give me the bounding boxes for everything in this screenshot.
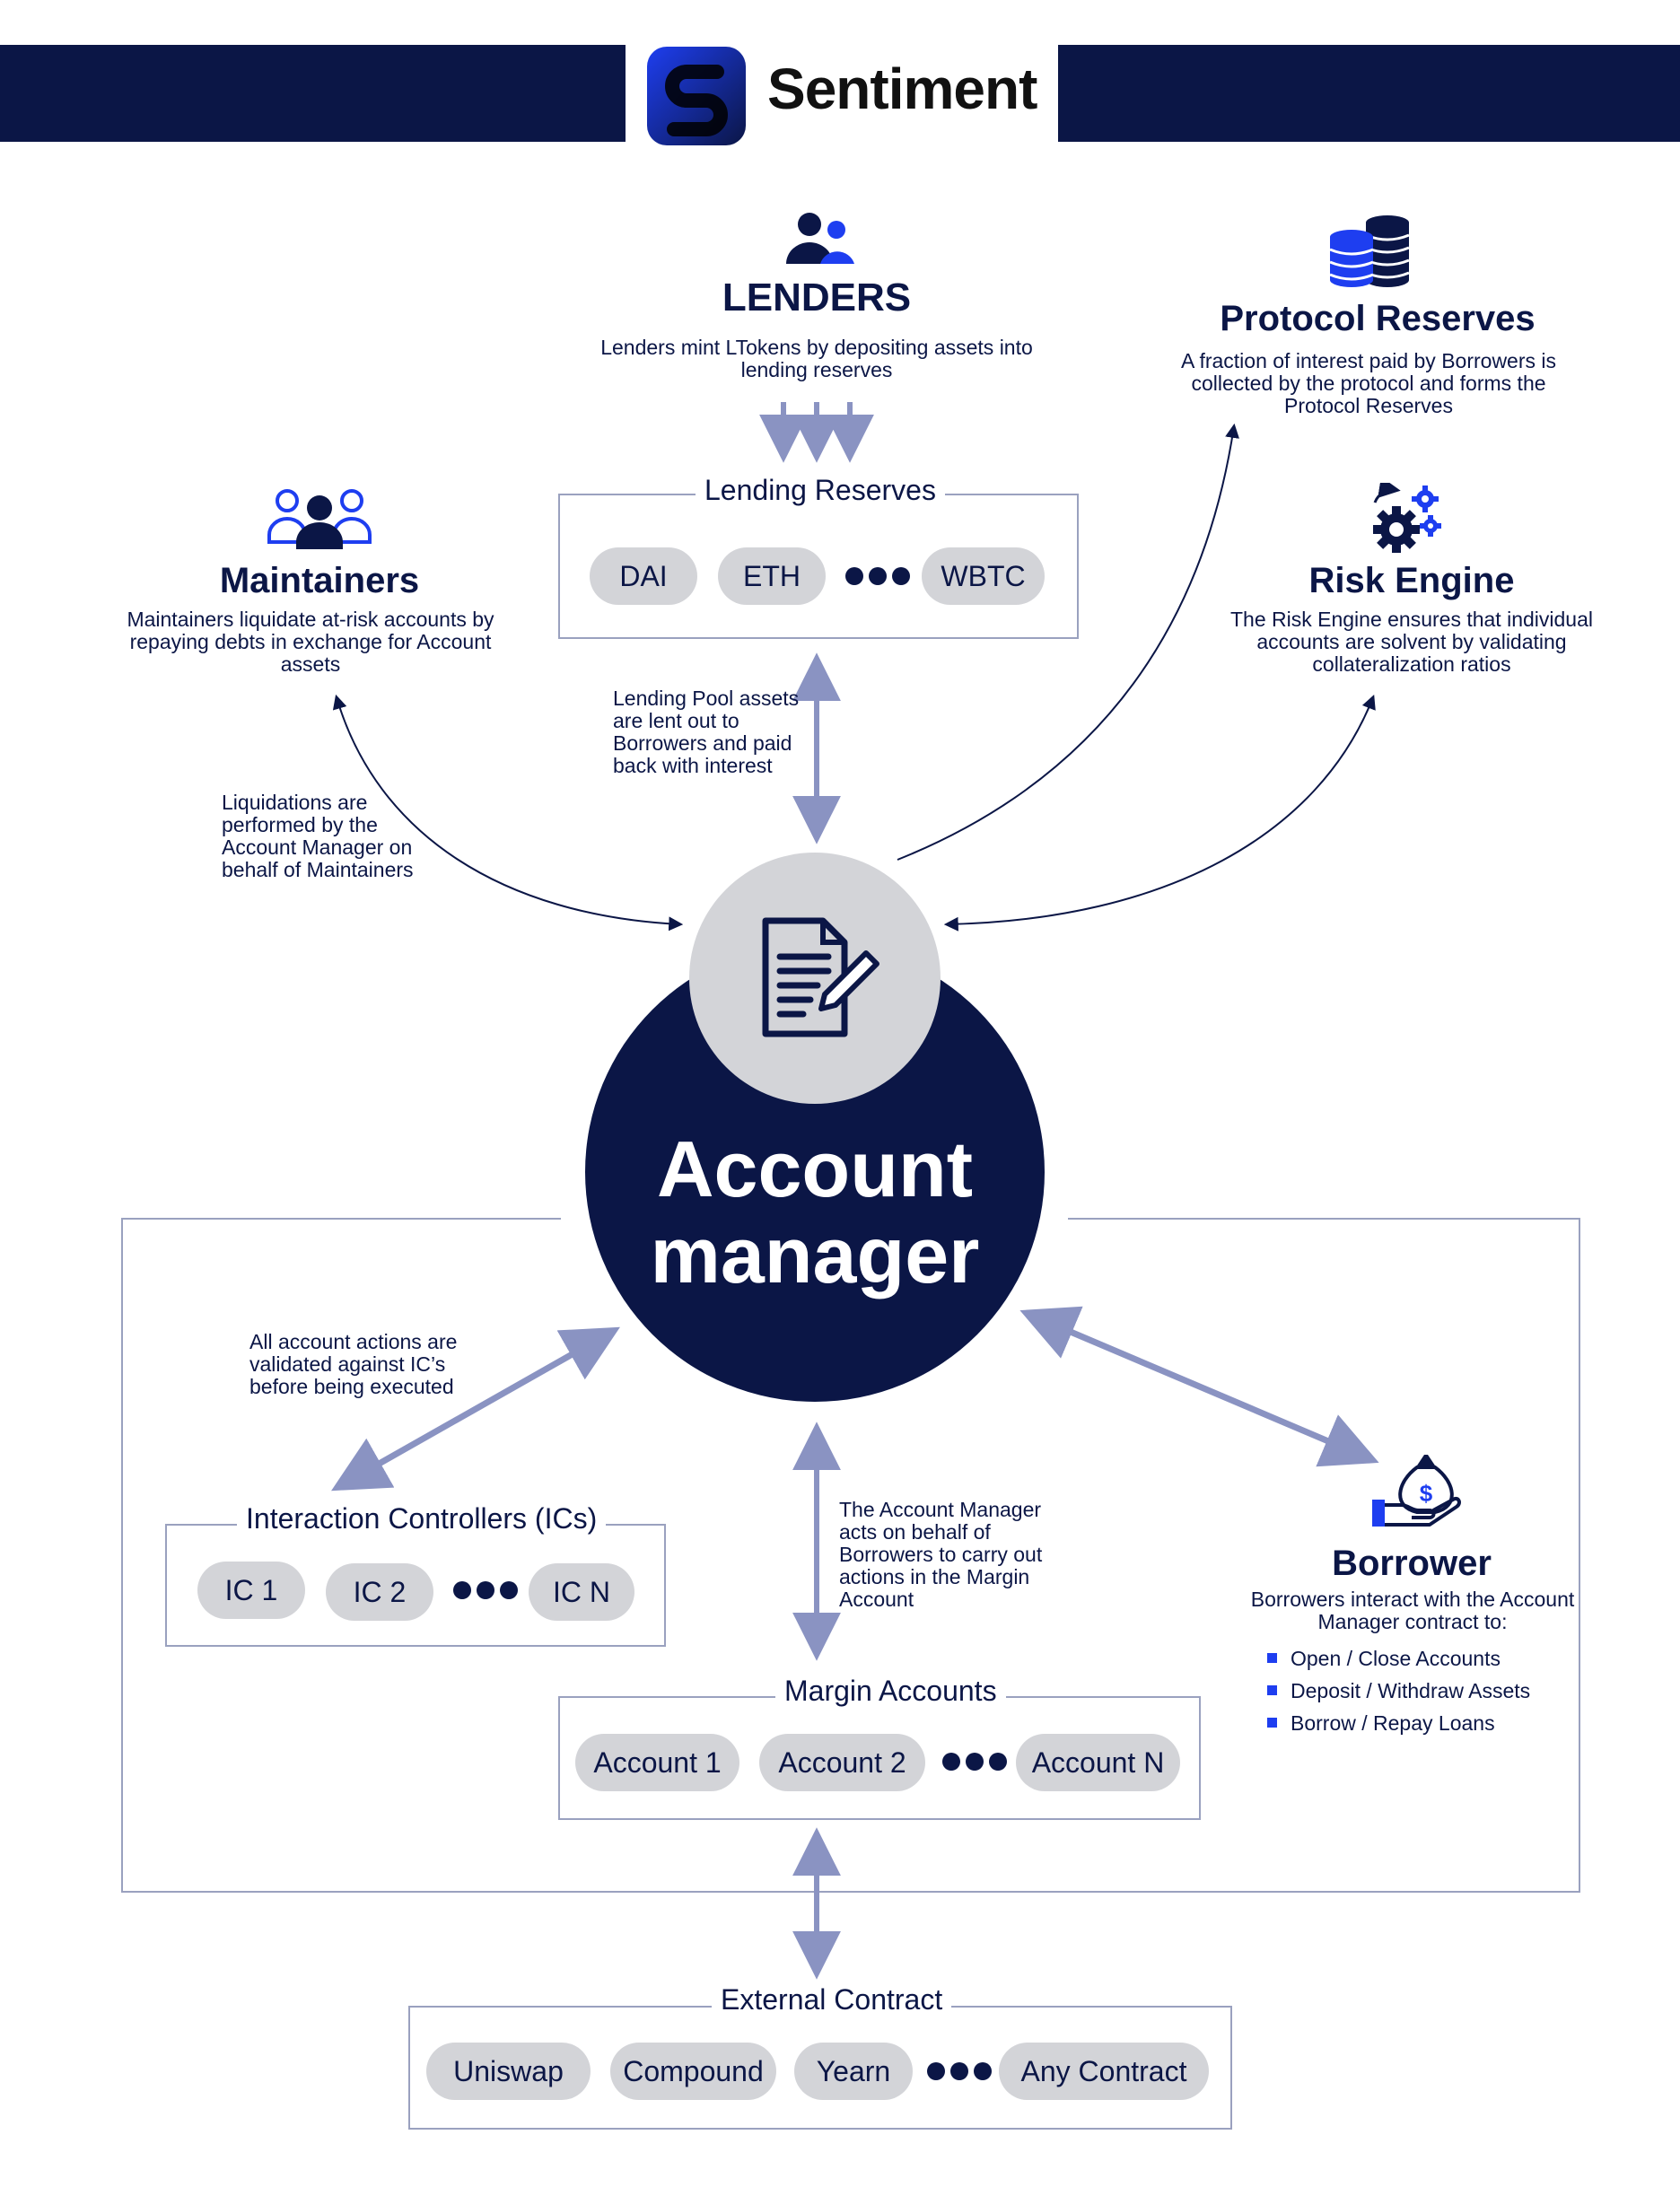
borrower-arrow — [1019, 1306, 1379, 1467]
external-any-contract: Any Contract — [999, 2043, 1209, 2100]
header-bar-left — [0, 45, 626, 142]
risk-engine-arrow — [943, 695, 1376, 932]
ic-1: IC 1 — [197, 1562, 305, 1619]
header-bar-right — [1058, 45, 1680, 142]
reserve-wbtc: WBTC — [922, 547, 1045, 605]
protocol-reserves-title: Protocol Reserves — [1220, 299, 1536, 338]
account-manager-label: Account manager — [585, 1126, 1045, 1299]
interaction-controllers-label: Interaction Controllers (ICs) — [237, 1502, 607, 1535]
ic-2: IC 2 — [326, 1563, 433, 1621]
ic-ellipsis — [453, 1581, 523, 1599]
borrower-title: Borrower — [1332, 1544, 1492, 1583]
risk-engine-gears-icon — [1373, 483, 1441, 553]
logo-area — [626, 41, 1058, 147]
risk-engine-title: Risk Engine — [1308, 561, 1515, 600]
borrower-action-item: Open / Close Accounts — [1264, 1642, 1530, 1675]
lender-deposit-arrows — [759, 402, 874, 463]
ic-arrow — [331, 1326, 620, 1492]
account-manager-icon-circle — [689, 853, 941, 1104]
svg-text:$: $ — [1420, 1480, 1433, 1507]
reserve-eth: ETH — [718, 547, 826, 605]
lenders-title: LENDERS — [722, 276, 912, 319]
external-compound: Compound — [610, 2043, 776, 2100]
margin-accounts-label: Margin Accounts — [775, 1675, 1006, 1708]
borrower-desc: Borrowers interact with the Account Mana… — [1250, 1588, 1575, 1633]
maintainers-title: Maintainers — [219, 561, 420, 600]
coin-stack-icon — [1329, 215, 1410, 287]
lenders-icon — [786, 213, 854, 264]
reserves-fee-arrow — [897, 423, 1239, 861]
account-manager-line1: Account — [657, 1124, 973, 1213]
margin-account-2: Account 2 — [759, 1734, 925, 1791]
reserve-ellipsis — [845, 567, 915, 585]
account-manager-line2: manager — [650, 1211, 980, 1299]
margin-ellipsis — [942, 1753, 1012, 1771]
margin-account-n: Account N — [1016, 1734, 1180, 1791]
borrower-action-item: Deposit / Withdraw Assets — [1264, 1675, 1530, 1707]
liquidations-note: Liquidations are performed by the Accoun… — [222, 791, 414, 881]
account-manager-acts-note: The Account Manager acts on behalf of Bo… — [839, 1498, 1043, 1611]
borrower-money-bag-icon: $ — [1372, 1455, 1461, 1527]
maintainers-icon — [267, 489, 372, 549]
reserve-dai: DAI — [590, 547, 697, 605]
protocol-reserves-desc: A fraction of interest paid by Borrowers… — [1180, 349, 1557, 417]
brand-name: Sentiment — [767, 57, 1037, 121]
maintainers-arrow — [332, 694, 684, 932]
contract-document-icon — [762, 917, 879, 1037]
maintainers-desc: Maintainers liquidate at-risk accounts b… — [127, 608, 494, 676]
external-contract-label: External Contract — [712, 1983, 952, 2017]
platform-boundary — [121, 1218, 1580, 1893]
risk-engine-desc: The Risk Engine ensures that individual … — [1229, 608, 1593, 676]
external-ellipsis — [927, 2062, 997, 2080]
lenders-desc: Lenders mint LTokens by depositing asset… — [600, 336, 1033, 381]
borrower-actions-list: Open / Close Accounts Deposit / Withdraw… — [1264, 1642, 1530, 1739]
ic-n: IC N — [529, 1563, 634, 1621]
lending-reserves-label: Lending Reserves — [696, 474, 945, 507]
margin-account-1: Account 1 — [575, 1734, 739, 1791]
borrower-action-item: Borrow / Repay Loans — [1264, 1707, 1530, 1739]
external-uniswap: Uniswap — [426, 2043, 591, 2100]
external-yearn: Yearn — [794, 2043, 913, 2100]
sentiment-logo-icon — [647, 47, 746, 145]
lending-pool-note: Lending Pool assets are lent out to Borr… — [613, 687, 800, 777]
ic-validation-note: All account actions are validated agains… — [249, 1330, 458, 1398]
